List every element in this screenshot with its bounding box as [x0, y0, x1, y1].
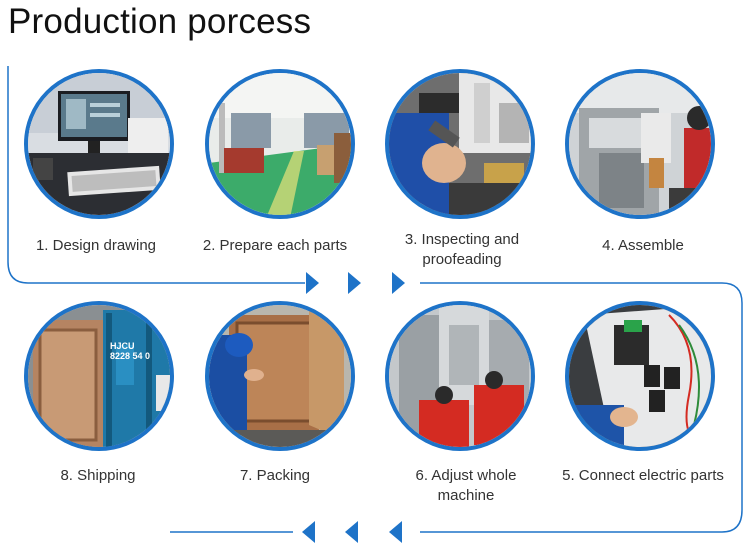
step-label: 1. Design drawing — [35, 237, 157, 254]
inspecting-image — [385, 69, 535, 219]
step-label: 7. Packing — [239, 467, 311, 484]
warehouse-image — [205, 69, 355, 219]
step-label: 3. Inspecting and proofeading — [404, 231, 520, 268]
step-label: 4. Assemble — [602, 237, 684, 254]
left-arrow-icon — [302, 521, 315, 543]
packing-image — [205, 301, 355, 451]
right-arrow-icon — [392, 272, 405, 294]
step-label: 8. Shipping — [60, 467, 136, 484]
adjust-machine-image — [385, 301, 535, 451]
step-label: 2. Prepare each parts — [202, 237, 348, 254]
step-label: 5. Connect electric parts — [562, 467, 724, 484]
left-arrow-icon — [345, 521, 358, 543]
step-label: 6. Adjust whole machine — [415, 467, 517, 504]
right-arrow-icon — [348, 272, 361, 294]
shipping-image: HJCU 8228 54 0 — [24, 301, 174, 451]
design-drawing-image — [24, 69, 174, 219]
electric-parts-image — [565, 301, 715, 451]
container-number: HJCU 8228 54 0 — [110, 341, 151, 361]
right-arrow-icon — [306, 272, 319, 294]
left-arrow-icon — [389, 521, 402, 543]
assemble-image — [565, 69, 715, 219]
page-title: Production porcess — [8, 2, 312, 41]
